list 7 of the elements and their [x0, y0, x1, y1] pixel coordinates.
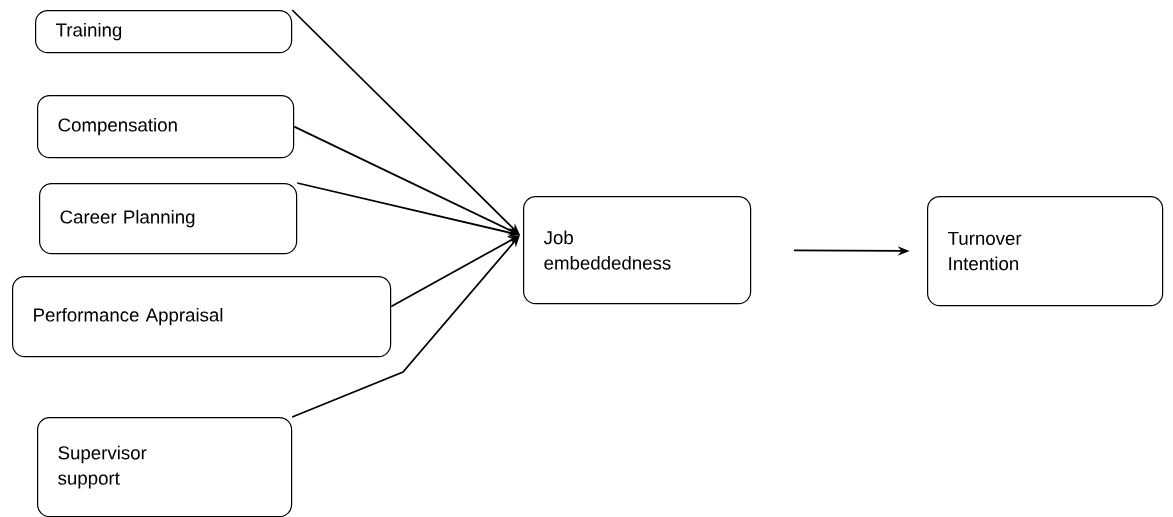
- process-box: Job embeddedness: [523, 196, 752, 305]
- process-box: Career Planning: [39, 183, 298, 255]
- process-box: Supervisor support: [37, 417, 293, 517]
- process-box: Compensation: [37, 95, 295, 159]
- process-box: Turnover Intention: [927, 196, 1164, 307]
- process-box: Performance Appraisal: [12, 276, 392, 358]
- process-box: Training: [35, 10, 293, 54]
